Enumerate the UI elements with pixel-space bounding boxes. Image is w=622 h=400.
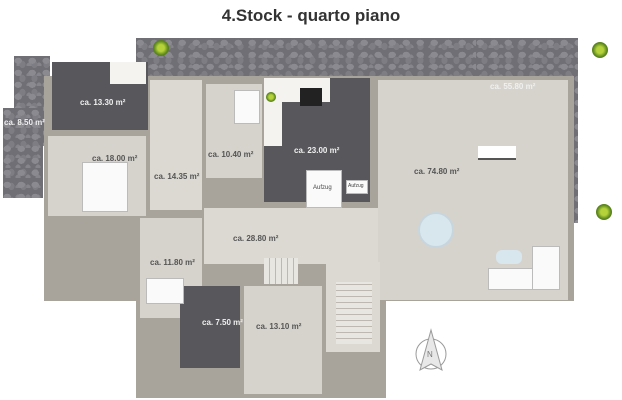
- elevator-small-label: Aufzug: [348, 183, 364, 189]
- hall-room: [204, 208, 378, 264]
- dining-table: [418, 212, 454, 248]
- plant-icon: [153, 40, 169, 56]
- elevator-main-label: Aufzug: [313, 185, 332, 191]
- terrace-small-lower: [3, 108, 43, 198]
- room-label-kitchen: ca. 23.00 m²: [294, 146, 340, 155]
- elevator-small: Aufzug: [346, 180, 368, 194]
- plant-icon: [266, 92, 276, 102]
- plant-icon: [592, 42, 608, 58]
- coffee-table: [496, 250, 522, 264]
- room-label-room-13: ca. 13.10 m²: [256, 322, 302, 331]
- plan-title: 4.Stock - quarto piano: [221, 6, 401, 25]
- room-label-bedroom-1: ca. 18.00 m²: [92, 154, 138, 163]
- room-label-bedroom-2: ca. 11.80 m²: [150, 258, 195, 267]
- cabinet: [478, 146, 516, 160]
- cooktop: [300, 88, 322, 106]
- room-label-room-14: ca. 14.35 m²: [154, 172, 200, 181]
- bed-2: [146, 278, 184, 304]
- room-13-room: [244, 286, 322, 394]
- bed-room-10: [234, 90, 260, 124]
- room-label-living: ca. 74.80 m²: [414, 167, 460, 176]
- stairs-main: [336, 282, 372, 344]
- room-label-terrace-large: ca. 55.80 m²: [490, 82, 536, 91]
- room-label-bath-2: ca. 7.50 m²: [202, 318, 243, 327]
- room-14-room: [150, 80, 202, 210]
- room-label-room-10: ca. 10.40 m²: [208, 150, 254, 159]
- sofa-side: [532, 246, 560, 290]
- kitchen-counter-side: [264, 78, 282, 146]
- compass-label: N: [427, 350, 433, 359]
- sofa: [488, 268, 534, 290]
- bed-1: [82, 162, 128, 212]
- room-label-terrace-small: ca. 8.50 m²: [4, 118, 45, 127]
- shower: [110, 62, 146, 84]
- elevator-main: Aufzug: [306, 170, 342, 208]
- stairs-hall: [264, 258, 298, 284]
- bath-2-room: [180, 286, 240, 368]
- room-label-bath-1: ca. 13.30 m²: [80, 98, 126, 107]
- plant-icon: [596, 204, 612, 220]
- room-label-hall: ca. 28.80 m²: [233, 234, 279, 243]
- compass-icon: N: [414, 328, 448, 374]
